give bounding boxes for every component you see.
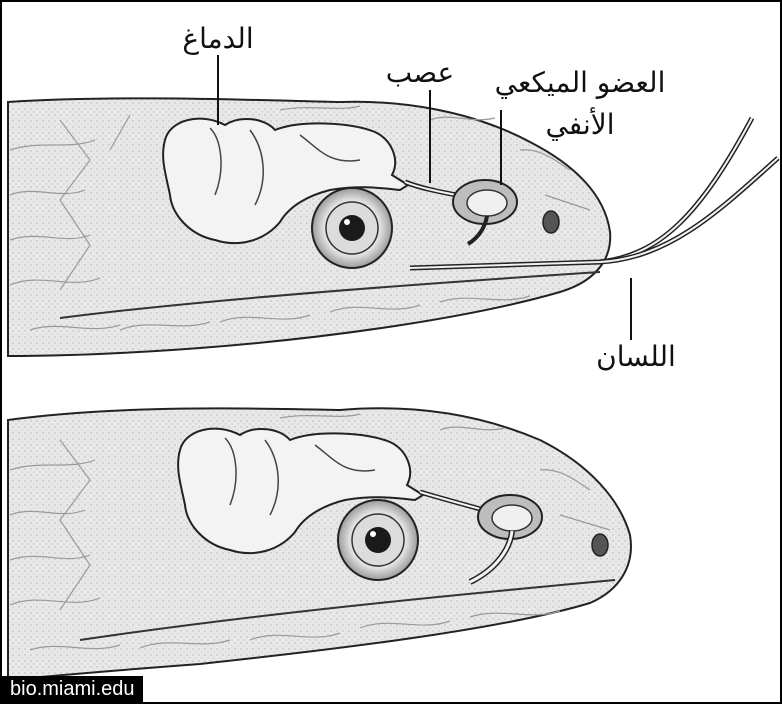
label-brain: الدماغ — [182, 22, 253, 55]
top-eye — [312, 188, 392, 268]
top-nostril — [543, 211, 559, 233]
label-vomeronasal-organ-line1: العضو الميكعي — [495, 66, 666, 99]
label-nerve: عصب — [386, 56, 454, 89]
label-tongue: اللسان — [596, 340, 676, 373]
bottom-eye — [338, 500, 418, 580]
top-snake-head — [8, 55, 778, 356]
bottom-nostril — [592, 534, 608, 556]
source-credit: bio.miami.edu — [2, 676, 143, 703]
bottom-snake-head — [8, 408, 631, 680]
label-vomeronasal-organ-line2: الأنفي — [545, 106, 614, 141]
